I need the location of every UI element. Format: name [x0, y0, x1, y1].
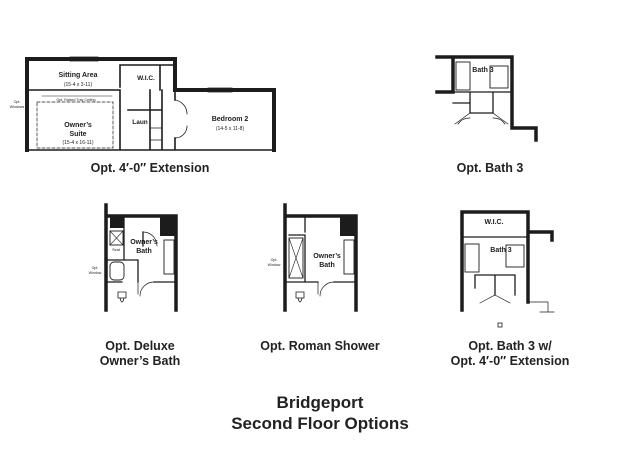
- label-roman-owners-bath-2: Bath: [319, 262, 335, 269]
- caption-bath3ext-line2: Opt. 4′-0″ Extension: [450, 354, 570, 368]
- bath3ext-inner-walls: [461, 236, 529, 296]
- label-deluxe-window-1: Opt.: [92, 266, 99, 270]
- caption-extension: Opt. 4′-0″ Extension: [90, 161, 210, 175]
- caption-deluxe-line2: Owner’s Bath: [99, 354, 181, 368]
- label-owners-suite-dims: (15-4 x 16-11): [62, 140, 93, 146]
- label-sitting-area: Sitting Area: [58, 72, 97, 79]
- bath3-inner-walls: [452, 91, 513, 114]
- label-owners-suite-1: Owner’s: [64, 122, 92, 129]
- label-deluxe-owners-bath-2: Bath: [136, 248, 152, 255]
- label-bath3ext-wic: W.I.C.: [484, 219, 503, 226]
- caption-bath3ext: Opt. Bath 3 w/ Opt. 4′-0″ Extension: [420, 339, 600, 369]
- caption-bath3ext-line1: Opt. Bath 3 w/: [468, 339, 552, 353]
- extension-outer-walls: [25, 57, 276, 152]
- deluxe-toilet: [117, 291, 127, 303]
- label-bath3: Bath 3: [472, 67, 494, 74]
- bath3-walls: [435, 55, 538, 142]
- deluxe-vanity: [163, 239, 175, 275]
- roman-toilet: [295, 291, 305, 303]
- label-deluxe-owners-bath-1: Owner’s: [130, 239, 158, 246]
- label-owners-suite-2: Suite: [69, 131, 86, 138]
- bath3ext-tub: [464, 243, 480, 273]
- label-deluxe-seat: Seat: [112, 248, 121, 252]
- bath3-plan: [435, 55, 538, 142]
- label-wic: W.I.C.: [137, 75, 155, 82]
- deluxe-door-swings: [137, 231, 158, 297]
- label-bath3ext-bath3: Bath 3: [490, 247, 512, 254]
- page-title-line2: Second Floor Options: [231, 414, 409, 433]
- label-raised-tray: Opt. Raised Tray Ceiling: [57, 98, 96, 102]
- caption-roman: Opt. Roman Shower: [260, 339, 380, 353]
- label-roman-window-2: Window: [268, 263, 281, 267]
- label-ext-windows-2: Windows: [10, 105, 25, 109]
- label-bedroom2: Bedroom 2: [212, 116, 249, 123]
- bath3-vanity: [489, 65, 509, 89]
- bath3ext-vanity: [505, 244, 525, 268]
- label-laun: Laun: [132, 119, 148, 126]
- deluxe-shower-diag2: [109, 230, 124, 246]
- extension-inner-walls: [26, 64, 273, 151]
- roman-shower-diag2: [288, 237, 304, 279]
- label-bedroom2-dims: (14-5 x 11-8): [216, 126, 245, 132]
- roman-shower: [288, 237, 304, 279]
- deluxe-inner-walls: [105, 215, 177, 283]
- label-roman-window-1: Opt.: [271, 258, 278, 262]
- label-roman-owners-bath-1: Owner’s: [313, 253, 341, 260]
- label-deluxe-window-2: Window: [89, 271, 102, 275]
- bath3ext-window-mark: [497, 322, 503, 328]
- page-title-line1: Bridgeport: [276, 393, 364, 412]
- bath3-tub: [455, 61, 471, 91]
- deluxe-shower: [109, 230, 124, 246]
- roman-door-swings: [317, 281, 335, 297]
- label-ext-windows-1: Opt.: [14, 100, 21, 104]
- extension-door-swings: [149, 99, 188, 141]
- deluxe-closet-block: [110, 216, 124, 228]
- roman-linen-block: [340, 216, 356, 236]
- caption-bath3: Opt. Bath 3: [456, 161, 524, 175]
- deluxe-linen-block: [160, 216, 176, 236]
- extension-plan: [25, 56, 276, 152]
- caption-deluxe-line1: Opt. Deluxe: [105, 339, 175, 353]
- roman-vanity: [343, 239, 355, 275]
- bath3ext-plan: [460, 210, 555, 328]
- tray-ceiling-outline: [36, 101, 114, 149]
- extension-windows: [69, 56, 233, 93]
- bath3-door-swings: [454, 112, 509, 125]
- roman-inner-walls: [284, 215, 357, 283]
- label-sitting-area-dims: (15-4 x 3-11): [64, 82, 93, 88]
- bath3ext-walls: [460, 210, 554, 312]
- deluxe-tub: [109, 261, 125, 281]
- deluxe-plan: [104, 203, 178, 312]
- roman-plan: [283, 203, 358, 312]
- caption-deluxe: Opt. Deluxe Owner’s Bath: [80, 339, 200, 369]
- bath3ext-door-swings: [479, 294, 555, 313]
